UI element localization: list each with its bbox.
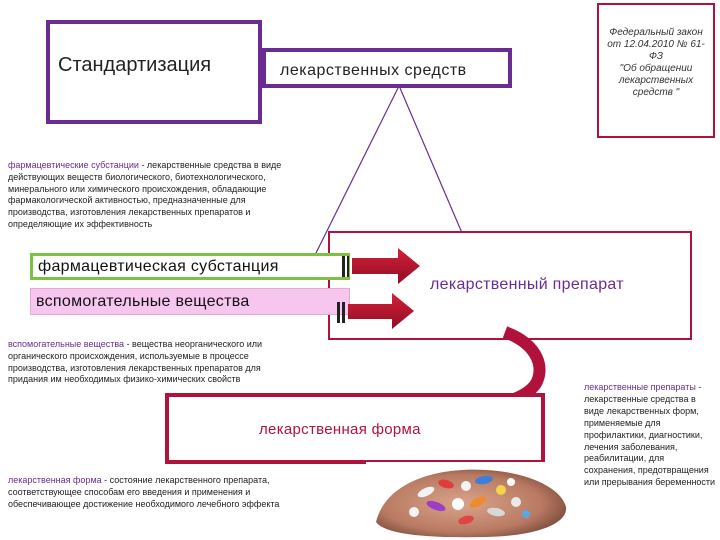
substance-term: фармацевтические субстанции: [8, 160, 139, 170]
substance-definition: фармацевтические субстанции - лекарствен…: [8, 160, 300, 231]
excipients-arrow: [337, 293, 414, 329]
excipients-bar: вспомогательные вещества: [30, 288, 350, 315]
excipients-term: вспомогательные вещества: [8, 339, 125, 349]
excipients-text: - вещества неорганического или органичес…: [8, 339, 263, 385]
subtitle-box: лекарственных средств: [262, 48, 512, 88]
law-text: Федеральный закон от 12.04.2010 № 61- ФЗ…: [599, 27, 713, 99]
excipients-definition: вспомогательные вещества - вещества неор…: [8, 339, 273, 386]
law-line: от 12.04.2010 № 61-: [607, 39, 705, 50]
pills-image: [366, 462, 570, 538]
title-box: Стандартизация: [46, 20, 262, 124]
form-label: лекарственная форма: [259, 421, 421, 438]
form-term: лекарственная форма: [8, 475, 102, 485]
law-line: "Об обращении: [619, 63, 693, 74]
drugs-text: - лекарственные средства в виде лекарств…: [584, 382, 716, 488]
title-right: лекарственных средств: [280, 62, 467, 79]
law-line: Федеральный закон: [609, 27, 703, 38]
law-line: лекарственных: [618, 75, 694, 86]
substance-bar: фармацевтическая субстанция: [30, 253, 350, 280]
substance-bar-label: фармацевтическая субстанция: [38, 258, 279, 275]
form-box: лекарственная форма: [165, 393, 545, 464]
substance-text: - лекарственные средства в виде действую…: [8, 160, 282, 229]
substance-arrow: [342, 248, 420, 284]
excipients-bar-label: вспомогательные вещества: [36, 293, 250, 310]
drug-box: лекарственный препарат: [328, 231, 692, 340]
form-text: - состояние лекарственного препарата, со…: [8, 475, 280, 509]
law-line: ФЗ: [648, 51, 664, 62]
title-left: Стандартизация: [58, 54, 212, 76]
law-box: Федеральный закон от 12.04.2010 № 61- ФЗ…: [597, 3, 715, 138]
connector-line-left: [314, 87, 399, 256]
law-line: средств ": [632, 87, 680, 98]
drug-label: лекарственный препарат: [430, 276, 624, 293]
drugs-definition: лекарственные препараты - лекарственные …: [584, 382, 716, 489]
form-definition: лекарственная форма - состояние лекарств…: [8, 475, 308, 510]
drugs-term: лекарственные препараты: [584, 382, 696, 392]
